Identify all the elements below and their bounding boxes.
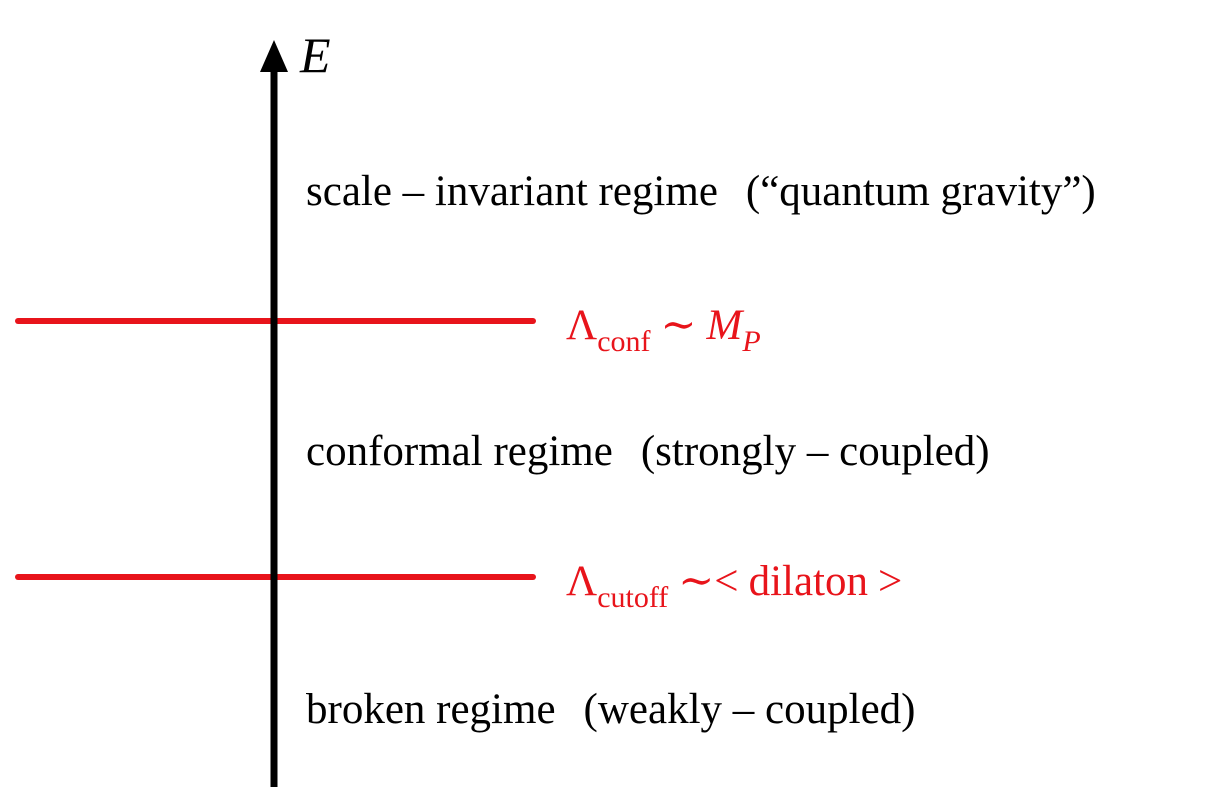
regime-label-scale-invariant: scale – invariant regime (“quantum gravit…	[306, 170, 1096, 213]
axis-label-energy: E	[300, 27, 331, 83]
regime-name: scale – invariant regime	[306, 168, 718, 215]
regime-label-conformal: conformal regime (strongly – coupled)	[306, 430, 990, 473]
planck-mass-subscript: P	[742, 325, 761, 358]
threshold-label-conf: Λconf ∼MP	[566, 302, 761, 357]
lambda-subscript: cutoff	[597, 581, 669, 614]
regime-name: conformal regime	[306, 428, 613, 475]
lambda-subscript: conf	[597, 325, 651, 358]
regime-note: (weakly – coupled)	[583, 686, 916, 733]
planck-mass-symbol: M	[706, 302, 743, 349]
relation-symbol: ∼	[660, 302, 697, 349]
relation-symbol: ∼<	[678, 558, 739, 605]
regime-name: broken regime	[306, 686, 556, 733]
regime-note: (“quantum gravity”)	[745, 168, 1096, 215]
regime-note: (strongly – coupled)	[640, 428, 990, 475]
lambda-symbol: Λ	[566, 302, 598, 349]
closing-bracket: >	[878, 558, 903, 605]
energy-axis-arrowhead	[260, 40, 288, 72]
dilaton-label: dilaton	[748, 558, 868, 605]
regime-label-broken: broken regime (weakly – coupled)	[306, 688, 915, 731]
threshold-label-cutoff: Λcutoff ∼<dilaton>	[566, 558, 903, 613]
lambda-symbol: Λ	[566, 558, 598, 605]
